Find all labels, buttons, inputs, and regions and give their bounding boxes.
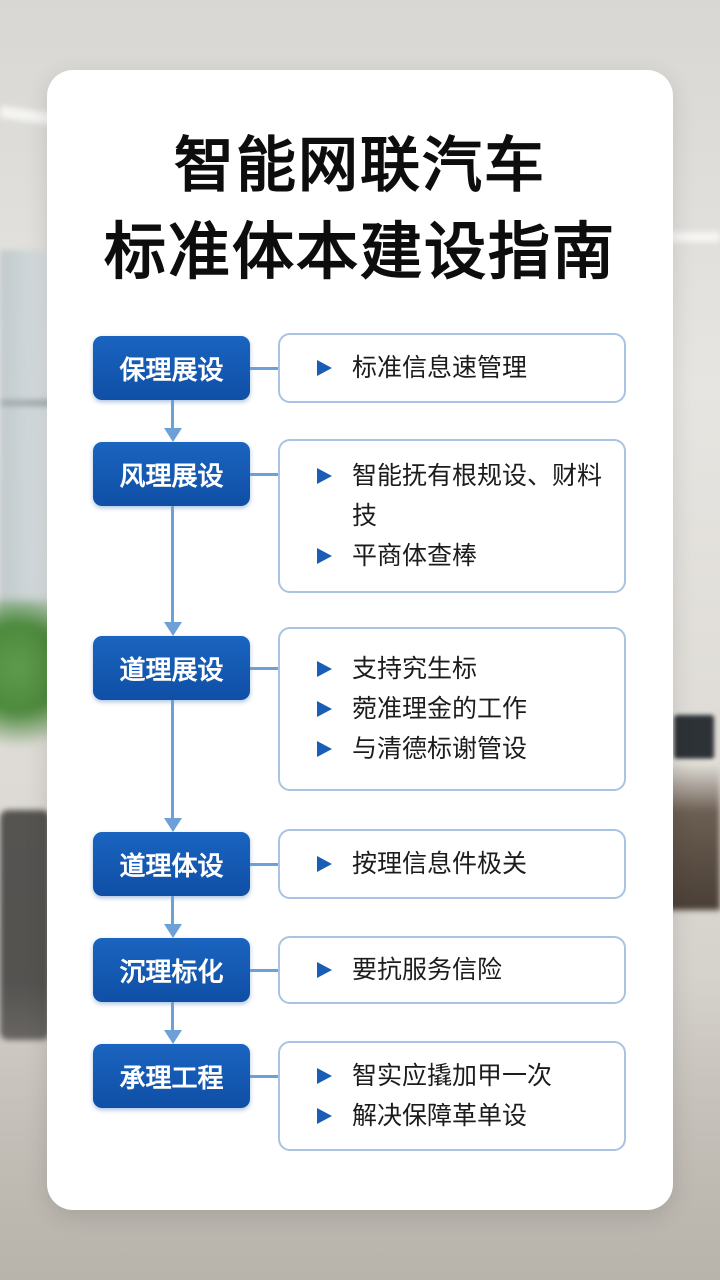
detail-item-text: 智实应撬加甲一次 <box>352 1061 553 1090</box>
flow-step-4: 道理体设 <box>93 832 250 896</box>
detail-item: 菀准理金的工作 <box>317 689 606 729</box>
flow-arrow-head-icon <box>164 428 182 442</box>
flow-step-detail-box: 智能抚有根规设、财料技平商体查棒 <box>278 439 626 593</box>
flow-arrow-line <box>171 400 174 430</box>
background-monitor <box>674 715 714 760</box>
detail-item: 平商体查棒 <box>317 536 606 576</box>
connector-line <box>250 1075 278 1078</box>
detail-item: 智能抚有根规设、财料技 <box>317 456 606 536</box>
detail-item: 与清德标谢管设 <box>317 729 606 769</box>
detail-item: 支持究生标 <box>317 649 606 689</box>
detail-item-text: 与清德标谢管设 <box>352 734 528 763</box>
detail-item-text: 按理信息件极关 <box>352 849 528 878</box>
flow-step-detail-box: 智实应撬加甲一次解决保障革单设 <box>278 1041 626 1151</box>
detail-item-text: 平商体查棒 <box>352 541 478 570</box>
flow-arrow-head-icon <box>164 924 182 938</box>
flow-arrow-head-icon <box>164 1030 182 1044</box>
page-title-line-1: 智能网联汽车 <box>174 131 546 201</box>
connector-line <box>250 667 278 670</box>
flow-step-6: 承理工程 <box>93 1044 250 1108</box>
flow-step-detail-box: 标准信息速管理 <box>278 333 626 403</box>
flow-step-detail-box: 要抗服务信险 <box>278 936 626 1004</box>
detail-item-text: 标准信息速管理 <box>352 353 528 382</box>
detail-item: 解决保障革单设 <box>317 1096 606 1136</box>
flow-arrow-head-icon <box>164 818 182 832</box>
detail-item-text: 菀准理金的工作 <box>352 694 528 723</box>
flow-step-3: 道理展设 <box>93 636 250 700</box>
flow-step-2: 风理展设 <box>93 442 250 506</box>
detail-item-text: 智能抚有根规设、财料技 <box>352 461 603 530</box>
connector-line <box>250 863 278 866</box>
detail-item-text: 支持究生标 <box>352 654 478 683</box>
connector-line <box>250 473 278 476</box>
detail-item: 智实应撬加甲一次 <box>317 1056 606 1096</box>
connector-line <box>250 367 278 370</box>
detail-item: 按理信息件极关 <box>317 844 606 884</box>
flow-step-detail-box: 支持究生标菀准理金的工作与清德标谢管设 <box>278 627 626 791</box>
page-title-line-2: 标准体本建设指南 <box>103 215 616 288</box>
detail-item-text: 解决保障革单设 <box>352 1101 528 1130</box>
background-ceiling-light <box>660 232 720 242</box>
detail-item-text: 要抗服务信险 <box>352 955 503 984</box>
connector-line <box>250 969 278 972</box>
flow-step-5: 沉理标化 <box>93 938 250 1002</box>
flow-arrow-line <box>171 1002 174 1032</box>
flow-step-1: 保理展设 <box>93 336 250 400</box>
detail-item: 要抗服务信险 <box>317 950 606 990</box>
flow-arrow-line <box>171 506 174 624</box>
flow-arrow-line <box>171 700 174 820</box>
flow-arrow-head-icon <box>164 622 182 636</box>
detail-item: 标准信息速管理 <box>317 348 606 388</box>
flow-arrow-line <box>171 896 174 926</box>
flow-step-detail-box: 按理信息件极关 <box>278 829 626 899</box>
